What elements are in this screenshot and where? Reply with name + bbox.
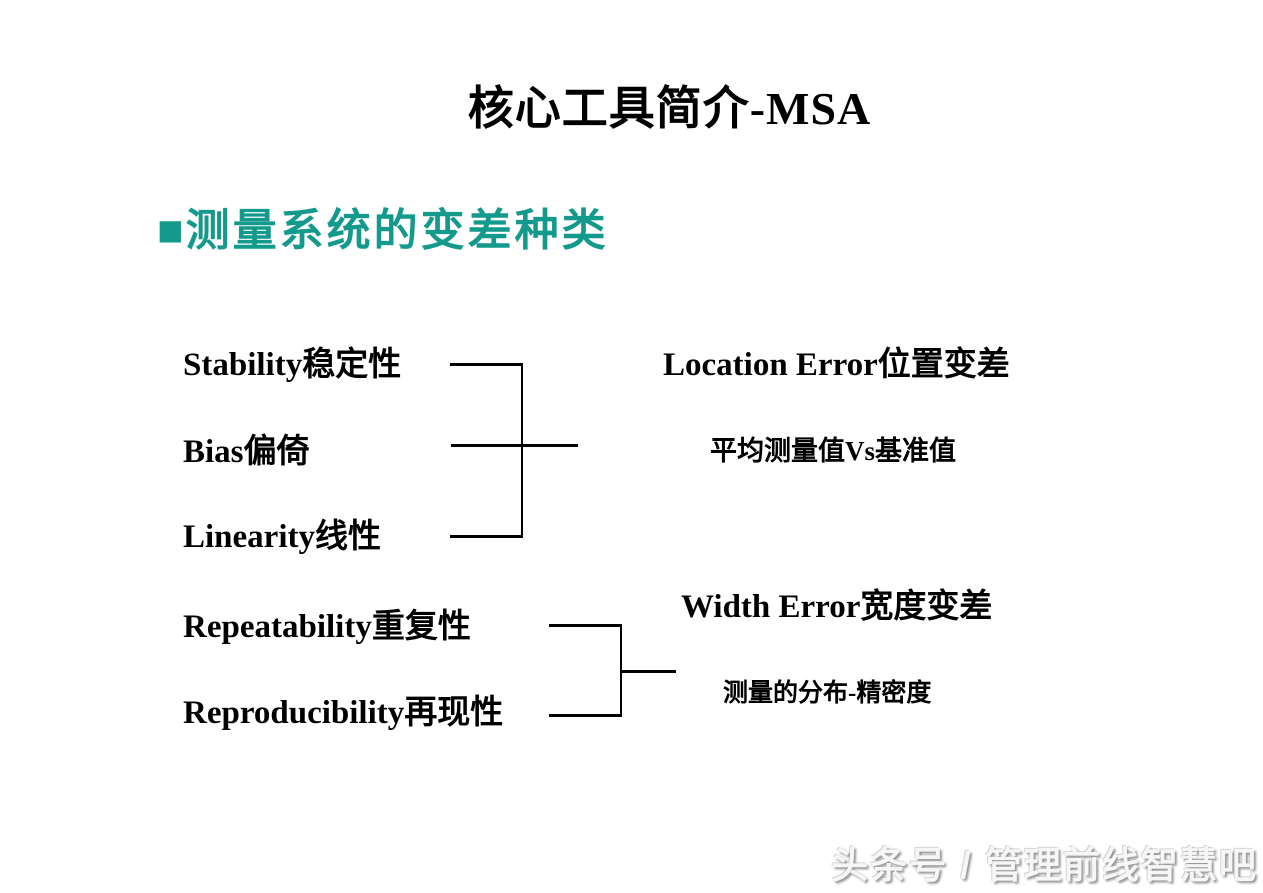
- square-bullet-icon: ■: [157, 206, 184, 255]
- item-linearity: Linearity线性: [183, 519, 381, 555]
- section-heading-label: 测量系统的变差种类: [185, 206, 609, 255]
- item-bias: Bias偏倚: [183, 434, 310, 470]
- group2-middle-connector-line: [620, 670, 676, 673]
- group1-linearity-connector-line: [450, 535, 523, 538]
- group1-vertical-connector-line: [521, 363, 523, 537]
- location-error-desc: 平均测量值Vs基准值: [710, 436, 957, 466]
- group2-repeatability-connector-line: [549, 624, 622, 627]
- group2-reproducibility-connector-line: [549, 714, 622, 717]
- width-error-desc: 测量的分布-精密度: [723, 680, 932, 707]
- width-error-title: Width Error宽度变差: [681, 589, 993, 625]
- location-error-title: Location Error位置变差: [663, 347, 1010, 383]
- page-title: 核心工具简介-MSA: [467, 83, 872, 134]
- group1-stability-connector-line: [450, 363, 523, 366]
- item-repeatability: Repeatability重复性: [183, 609, 471, 645]
- item-stability: Stability稳定性: [183, 347, 402, 383]
- item-reproducibility: Reproducibility再现性: [183, 695, 504, 731]
- section-heading: ■测量系统的变差种类: [157, 206, 609, 256]
- watermark: 头条号 / 管理前线智慧吧: [831, 845, 1258, 886]
- group1-bias-connector-line: [451, 444, 578, 447]
